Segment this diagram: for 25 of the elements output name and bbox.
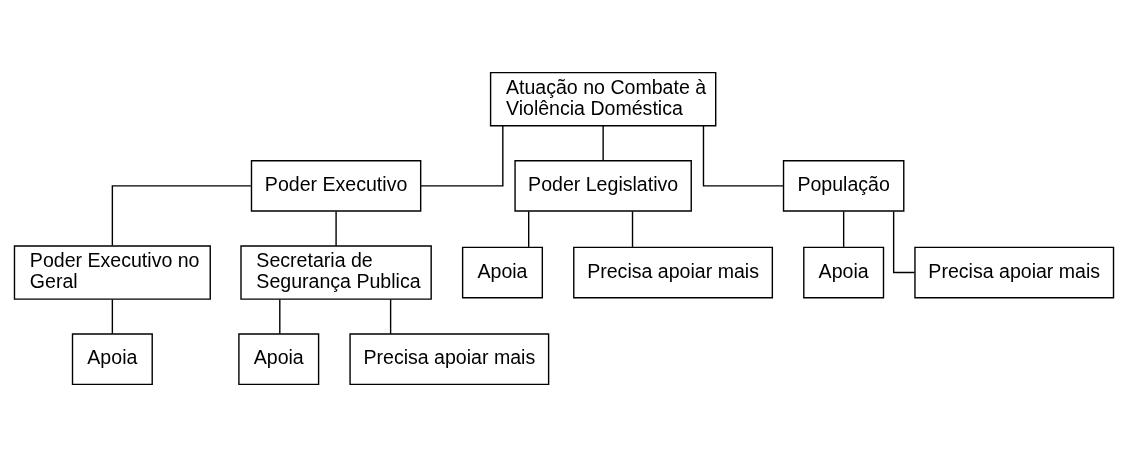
node-box: Secretaria de Segurança Publica — [240, 245, 432, 300]
connector — [335, 210, 337, 247]
connector — [631, 210, 634, 248]
node-box: Poder Executivo no Geral — [13, 245, 211, 300]
node-box: Apoia — [461, 246, 544, 299]
node-box: Poder Executivo — [250, 160, 422, 212]
node-box: Atuação no Combate à Violência Doméstica — [489, 71, 717, 127]
connector — [528, 210, 530, 248]
node-box: Apoia — [238, 333, 320, 386]
node-box: Precisa apoiar mais — [349, 333, 550, 386]
node-box: Apoia — [71, 333, 153, 386]
connector — [602, 125, 604, 162]
connector — [279, 298, 281, 335]
connector — [702, 125, 785, 187]
node-box: Precisa apoiar mais — [914, 246, 1115, 299]
connector — [389, 298, 392, 335]
connector — [111, 185, 252, 247]
connector — [842, 210, 845, 248]
node-box: Poder Legislativo — [514, 160, 692, 212]
node-box: Apoia — [803, 246, 885, 299]
connector — [420, 125, 504, 187]
node-box: Precisa apoiar mais — [573, 246, 774, 299]
connector — [111, 298, 114, 335]
connector — [892, 210, 916, 274]
node-box: População — [782, 160, 905, 212]
